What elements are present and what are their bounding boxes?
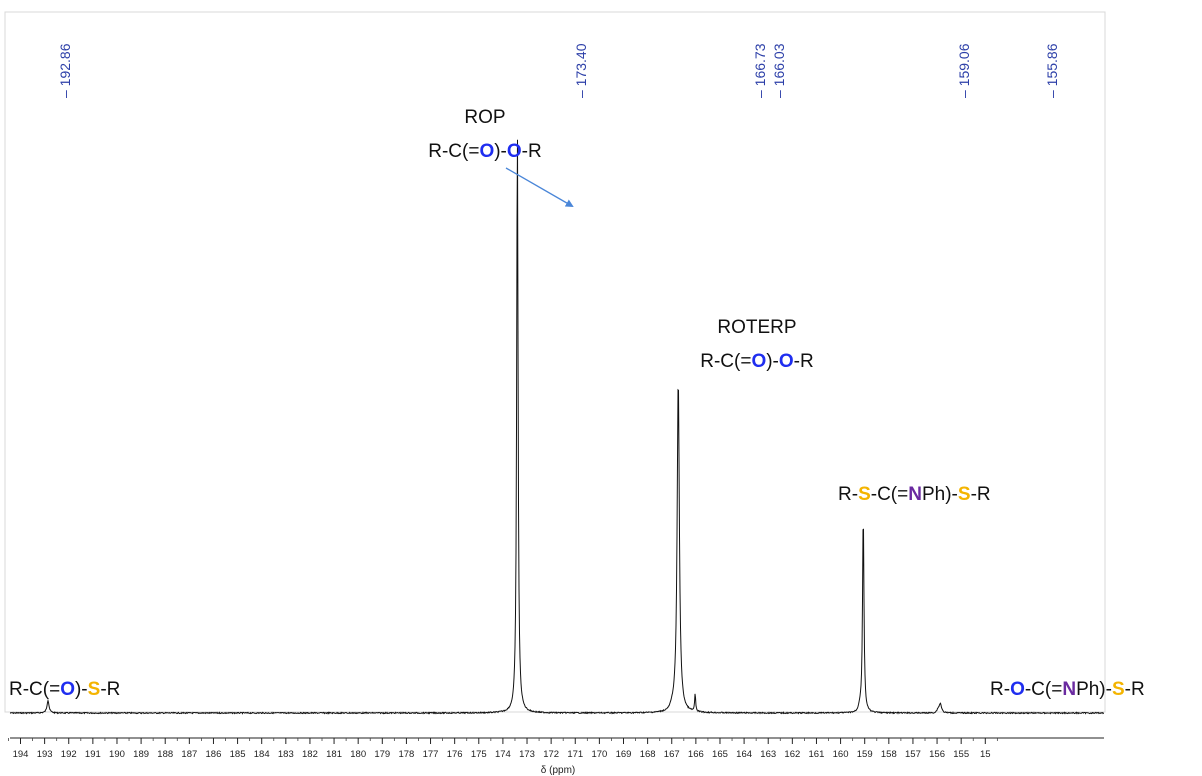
x-tick-label: 166 bbox=[688, 749, 704, 760]
peak-label: – 155.86 bbox=[1044, 43, 1060, 98]
x-tick-label: 174 bbox=[495, 749, 511, 760]
x-tick-label: 169 bbox=[616, 749, 632, 760]
spectrum-trace bbox=[9, 139, 1105, 715]
x-tick-label: 163 bbox=[760, 749, 776, 760]
x-tick-label: 162 bbox=[784, 749, 800, 760]
x-tick-label: 192 bbox=[61, 749, 77, 760]
peak-label: – 166.73 bbox=[752, 43, 768, 98]
x-tick-label: 170 bbox=[591, 749, 607, 760]
x-tick-label: 189 bbox=[133, 749, 149, 760]
peak-label-text: – 166.73 bbox=[752, 43, 768, 98]
x-tick-label: 168 bbox=[640, 749, 656, 760]
x-tick-label: 167 bbox=[664, 749, 680, 760]
x-tick-label: 175 bbox=[471, 749, 487, 760]
x-tick-label: 164 bbox=[736, 749, 752, 760]
annotation-formula: R-S-C(=NPh)-S-R bbox=[838, 484, 991, 505]
x-tick-label: 186 bbox=[206, 749, 222, 760]
x-tick-label: 159 bbox=[857, 749, 873, 760]
x-tick-label: 182 bbox=[302, 749, 318, 760]
x-tick-label: 15 bbox=[980, 749, 991, 760]
annotation-formula: R-C(=O)-O-R bbox=[428, 141, 541, 162]
x-tick-label: 191 bbox=[85, 749, 101, 760]
peak-label-text: – 155.86 bbox=[1044, 43, 1060, 98]
x-tick-label: 161 bbox=[809, 749, 825, 760]
x-axis-title: δ (ppm) bbox=[541, 765, 575, 776]
annotation-thioester: R-C(=O)-S-R bbox=[9, 679, 120, 700]
x-tick-label: 176 bbox=[447, 749, 463, 760]
x-tick-label: 193 bbox=[37, 749, 53, 760]
rop-arrow bbox=[505, 167, 574, 207]
peak-label: – 173.40 bbox=[573, 43, 589, 98]
peak-label: – 159.06 bbox=[956, 43, 972, 98]
peak-label: – 166.03 bbox=[771, 43, 787, 98]
x-tick-label: 187 bbox=[181, 749, 197, 760]
annotation-formula: R-O-C(=NPh)-S-R bbox=[990, 679, 1145, 700]
x-axis: 194 193 192 191 190 189 188 187 186 185 184 183 182 1… bbox=[8, 737, 1104, 760]
peak-label-text: – 159.06 bbox=[956, 43, 972, 98]
x-tick-label: 194 bbox=[13, 749, 29, 760]
plot-frame bbox=[4, 11, 1106, 713]
peak-label: – 192.86 bbox=[57, 43, 73, 98]
x-tick-label: 185 bbox=[230, 749, 246, 760]
peak-label-text: – 166.03 bbox=[771, 43, 787, 98]
x-tick-label: 178 bbox=[398, 749, 414, 760]
annotation-oxythio: R-O-C(=NPh)-S-R bbox=[990, 679, 1145, 700]
peak-label-layer: – 192.86 – 173.40 – 166.73– 166.03 – 159.06… bbox=[57, 43, 1060, 98]
annotation-dithio: R-S-C(=NPh)-S-R bbox=[838, 484, 991, 505]
annotation-formula: R-C(=O)-O-R bbox=[700, 351, 813, 372]
peak-label-text: – 173.40 bbox=[573, 43, 589, 98]
x-tick-label: 173 bbox=[519, 749, 535, 760]
x-tick-label: 190 bbox=[109, 749, 125, 760]
annotation-rop: ROP R-C(=O)-O-R bbox=[428, 107, 541, 162]
x-tick-label: 188 bbox=[157, 749, 173, 760]
x-tick-label: 181 bbox=[326, 749, 342, 760]
x-tick-label: 160 bbox=[833, 749, 849, 760]
x-tick-label: 180 bbox=[350, 749, 366, 760]
x-tick-label: 156 bbox=[929, 749, 945, 760]
x-tick-label: 172 bbox=[543, 749, 559, 760]
x-tick-label: 165 bbox=[712, 749, 728, 760]
x-tick-label: 177 bbox=[423, 749, 439, 760]
annotation-title: ROTERP bbox=[717, 317, 796, 338]
annotation-title: ROP bbox=[464, 107, 505, 128]
peak-label-text: – 192.86 bbox=[57, 43, 73, 98]
x-tick-label: 158 bbox=[881, 749, 897, 760]
annotation-formula: R-C(=O)-S-R bbox=[9, 679, 120, 700]
annotation-layer: ROP R-C(=O)-O-R ROTERP R-C(=O)-O-R R-C(=O)-S… bbox=[9, 107, 1145, 700]
x-tick-label: 184 bbox=[254, 749, 270, 760]
x-tick-label: 179 bbox=[374, 749, 390, 760]
spectrum-layer bbox=[9, 139, 1105, 715]
x-tick-label: 157 bbox=[905, 749, 921, 760]
x-tick-label: 183 bbox=[278, 749, 294, 760]
x-tick-label: 171 bbox=[567, 749, 583, 760]
x-tick-label: 155 bbox=[953, 749, 969, 760]
annotation-roterp: ROTERP R-C(=O)-O-R bbox=[700, 317, 813, 372]
